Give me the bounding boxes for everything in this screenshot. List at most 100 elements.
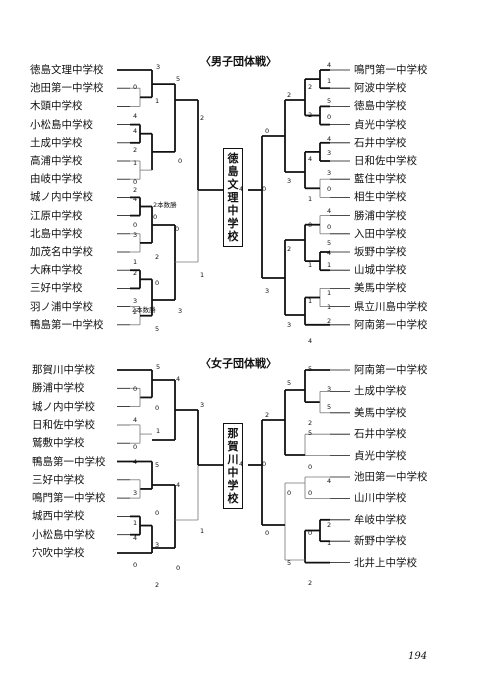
match-score: 0 [308, 489, 313, 497]
match-score: 1 [133, 159, 138, 167]
boys-right-team-name: 美馬中学校 [354, 282, 407, 295]
match-score: 2 [327, 521, 332, 529]
match-score: 0 [133, 221, 138, 229]
match-score: 1 [327, 289, 332, 297]
match-score: 5 [327, 97, 332, 105]
match-score: 0 [327, 113, 332, 121]
girls-left-team-name: 鴨島第一中学校 [32, 455, 106, 468]
match-score: 1 [156, 427, 161, 435]
match-score: 4 [308, 155, 313, 163]
boys-left-team-name: 土成中学校 [30, 136, 83, 149]
girls-left-team-name: 日和佐中学校 [32, 418, 95, 431]
match-score: 1 [200, 271, 205, 279]
match-score: 1 [327, 261, 332, 269]
match-score: 4 [133, 195, 138, 203]
match-score: 4 [176, 375, 181, 383]
match-score: 0 [155, 509, 160, 517]
girls-left-team-name: 城ノ内中学校 [32, 400, 95, 413]
boys-final-right-score: 0 [262, 185, 267, 193]
boys-final-left-score: 4 [239, 185, 244, 193]
boys-champion-name: 徳島文理中学校 [227, 152, 239, 243]
match-score: 0 [133, 561, 138, 569]
boys-left-team-name: 城ノ内中学校 [30, 191, 93, 204]
match-score: 0 [155, 404, 160, 412]
match-score: 0 [133, 385, 138, 393]
girls-right-team-name: 貞光中学校 [354, 449, 407, 462]
match-score: 3 [156, 63, 161, 71]
match-score: 3 [133, 231, 138, 239]
girls-left-team-name: 鳴門第一中学校 [32, 492, 106, 505]
match-score: 0 [265, 127, 270, 135]
match-score: 2 [308, 419, 313, 427]
girls-right-team-name: 新野中学校 [354, 535, 407, 548]
match-score: 3 [327, 385, 332, 393]
match-score: 1 [133, 258, 138, 266]
boys-right-team-name: 石井中学校 [354, 136, 407, 149]
match-score: 2 [155, 253, 160, 261]
boys-right-team-name: 阿波中学校 [354, 82, 407, 95]
match-score: 0 [327, 185, 332, 193]
match-score: 5 [308, 365, 313, 373]
match-score: 2 [327, 317, 332, 325]
match-score: 5 [287, 379, 292, 387]
boys-right-team-name: 相生中学校 [354, 191, 407, 204]
match-score: 1 [200, 527, 205, 535]
page-number: 194 [408, 651, 428, 662]
match-score: 1 [327, 539, 332, 547]
match-score: 1 [327, 77, 332, 85]
match-score: 2 [287, 245, 292, 253]
match-score: 5 [176, 75, 181, 83]
girls-final-left-score: 4 [239, 460, 244, 468]
match-score: 5 [156, 363, 161, 371]
girls-champion-name: 那賀川中学校 [227, 427, 239, 505]
boys-right-team-name: 勝浦中学校 [354, 209, 407, 222]
match-score: 0 [308, 221, 313, 229]
match-score: 5 [327, 403, 332, 411]
match-score: 3 [287, 177, 292, 185]
boys-right-team-name: 鳴門第一中学校 [354, 64, 428, 76]
match-score: 1 [155, 97, 160, 105]
match-score: 1 [308, 195, 313, 203]
match-score: 1 [133, 519, 138, 527]
match-score: 4 [308, 337, 313, 345]
match-score: 0 [327, 223, 332, 231]
match-score: 0 [155, 279, 160, 287]
match-score: 5 [155, 325, 160, 333]
boys-left-team-name: 池田第一中学校 [30, 82, 104, 95]
match-score: 2 [133, 186, 138, 194]
girls-final-right-score: 0 [262, 460, 267, 468]
match-score: 0 [175, 225, 180, 233]
boys-left-team-name: 徳島文理中学校 [30, 64, 104, 76]
match-score: 1 [327, 303, 332, 311]
boys-tiebreak-note: 2本数勝 [153, 201, 177, 209]
boys-left-team-name: 小松島中学校 [30, 118, 93, 131]
match-score: 3 [133, 297, 138, 305]
match-score: 0 [287, 489, 292, 497]
match-score: 3 [155, 541, 160, 549]
girls-left-team-name: 那賀川中学校 [32, 364, 95, 376]
boys-left-team-name: 江原中学校 [30, 209, 83, 222]
boys-champion-box: 徳島文理中学校 [223, 148, 243, 247]
match-score: 2 [133, 308, 138, 316]
match-score: 3 [327, 169, 332, 177]
match-score: 4 [327, 249, 332, 257]
boys-right-team-name: 日和佐中学校 [354, 155, 417, 167]
match-score: 2 [155, 581, 160, 589]
match-score: 4 [133, 534, 138, 542]
match-score: 0 [133, 443, 138, 451]
match-score: 5 [327, 239, 332, 247]
match-score: 0 [133, 178, 138, 186]
girls-right-team-name: 牟岐中学校 [354, 513, 407, 526]
match-score: 4 [327, 477, 332, 485]
boys-right-team-name: 阿南第一中学校 [354, 318, 428, 331]
match-score: 2 [133, 146, 138, 154]
girls-right-team-name: 北井上中学校 [354, 556, 417, 569]
girls-right-team-name: 山川中学校 [354, 492, 407, 505]
match-score: 0 [308, 529, 313, 537]
match-score: 0 [133, 83, 138, 91]
boys-right-team-name: 県立川島中学校 [354, 300, 428, 313]
match-score: 0 [176, 564, 181, 572]
match-score: 4 [133, 458, 138, 466]
